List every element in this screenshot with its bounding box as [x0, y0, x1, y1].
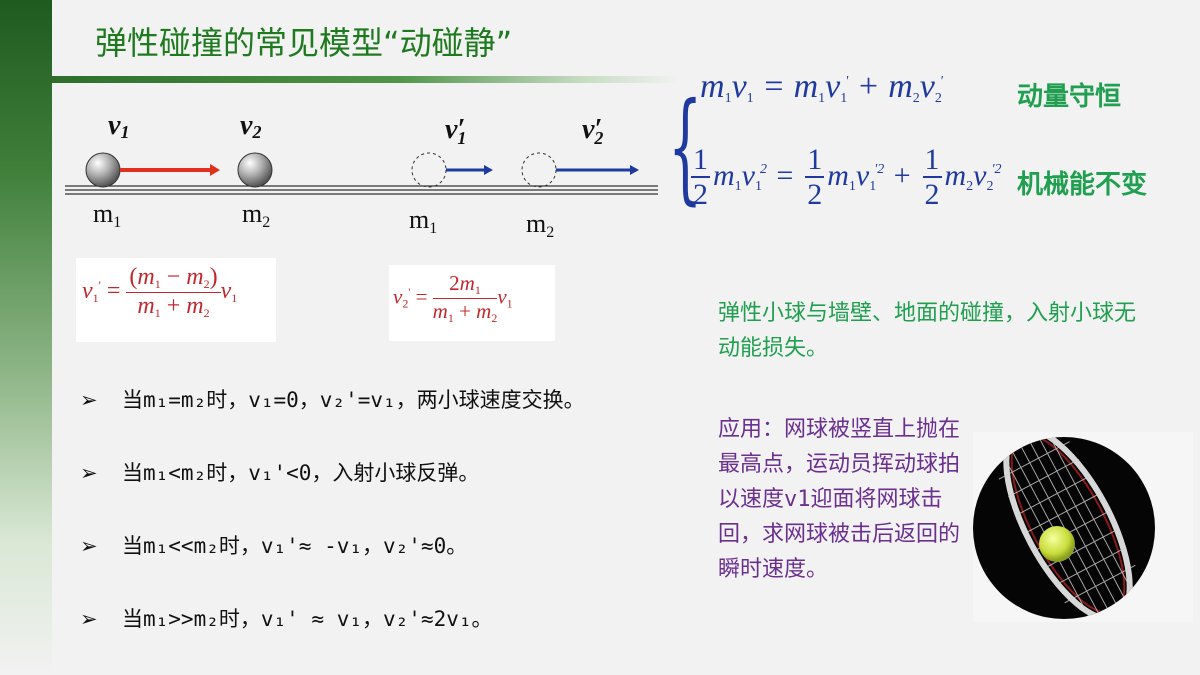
- bullet-equal-mass: ➢当m₁=m₂时，v₁=0，v₂'=v₁，两小球速度交换。: [80, 388, 585, 412]
- bullet-arrow-icon: ➢: [80, 607, 98, 631]
- label-v1-prime: v′1: [445, 114, 466, 148]
- velocity-arrowhead-v1: [210, 164, 220, 176]
- velocity-arrowhead-v2p: [630, 165, 639, 175]
- slide-title: 弹性碰撞的常见模型“动碰静”: [95, 24, 513, 62]
- label-v1: v1: [108, 110, 129, 142]
- ball-m2-before: [237, 152, 273, 188]
- bullet-much-larger-mass: ➢当m₁>>m₂时，v₁' ≈ v₁，v₂'≈2v₁。: [80, 607, 493, 631]
- collision-diagram: v1 v2 v′1 v′2 m1 m2 m1 m2: [65, 110, 658, 241]
- bullet-arrow-icon: ➢: [80, 534, 98, 558]
- racket-strings: [998, 437, 1137, 619]
- bullet-arrow-icon: ➢: [80, 461, 98, 485]
- label-m2-before: m2: [242, 199, 270, 231]
- bullet-much-smaller-mass: ➢当m₁<<m₂时，v₁'≈ -v₁，v₂'≈0。: [80, 534, 468, 558]
- velocity-arrowhead-v1p: [484, 165, 493, 175]
- wall-collision-note: 弹性小球与墙壁、地面的碰撞，入射小球无动能损失。: [718, 301, 1137, 361]
- tennis-ball: [1039, 526, 1075, 562]
- application-note: 应用：网球被竖直上抛在最高点，运动员挥动球拍以速度v1迎面将网球击回，求网球被击…: [718, 417, 961, 582]
- bullet-arrow-icon: ➢: [80, 388, 98, 412]
- ball-m1-after: [411, 152, 447, 188]
- label-m1-after: m1: [409, 205, 437, 237]
- momentum-label: 动量守恒: [1017, 82, 1122, 112]
- momentum-equation: m1v1 = m1v1' + m2v2': [700, 68, 943, 106]
- title-underline: [52, 76, 680, 83]
- label-m2-after: m2: [526, 209, 554, 241]
- label-v2-prime: v′2: [582, 114, 603, 148]
- ball-m2-after: [521, 152, 557, 188]
- tennis-racket-image: [973, 437, 1155, 619]
- label-v2: v2: [240, 110, 261, 142]
- bullet-smaller-mass: ➢当m₁<m₂时，v₁'<0，入射小球反弹。: [80, 461, 480, 485]
- equation-brace: {: [668, 78, 703, 217]
- side-bar-decoration: [0, 0, 52, 675]
- energy-label: 机械能不变: [1017, 170, 1148, 200]
- tennis-image-panel: [973, 432, 1193, 622]
- label-m1-before: m1: [93, 199, 121, 231]
- ball-m1-before: [85, 152, 121, 188]
- ground-line: [65, 185, 658, 195]
